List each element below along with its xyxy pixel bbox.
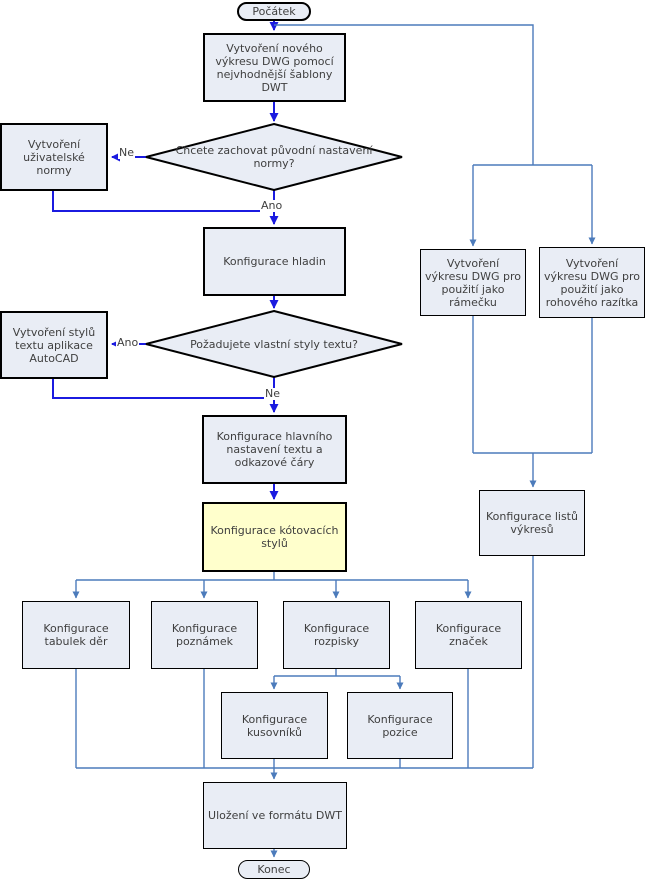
process-config-bom-label: Konfigurace kusovníků	[241, 712, 308, 739]
process-config-balloons: Konfigurace pozice	[347, 692, 453, 759]
edge-label-yes-text: Ano	[116, 336, 140, 349]
process-config-sheets-label: Konfigurace listů výkresů	[486, 510, 578, 536]
edge-label-no-text: Ne	[264, 387, 281, 400]
decision-own-text-styles: Požadujete vlastní styly textu?	[144, 310, 404, 378]
process-config-parts-list: Konfigurace rozpisky	[283, 601, 390, 669]
process-config-text-leader: Konfigurace hlavního nastavení textu a o…	[202, 415, 347, 484]
process-create-dwg-label: Vytvoření nového výkresu DWG pomocí nejv…	[215, 41, 334, 94]
decision-own-text-styles-shape	[145, 310, 403, 378]
process-config-parts-list-label: Konfigurace rozpisky	[303, 622, 370, 648]
end-label: Konec	[257, 863, 291, 876]
process-create-frame-dwg: Vytvoření výkresu DWG pro použití jako r…	[420, 249, 526, 316]
process-config-symbols-label: Konfigurace značek	[435, 622, 502, 648]
process-config-layers: Konfigurace hladin	[203, 227, 346, 296]
process-save-dwt: Uložení ve formátu DWT	[203, 782, 347, 849]
process-config-bom: Konfigurace kusovníků	[221, 692, 328, 759]
process-config-balloons-label: Konfigurace pozice	[367, 712, 433, 739]
start-terminator: Počátek	[237, 2, 311, 21]
decision-own-text-styles-label: Požadujete vlastní styly textu?	[190, 337, 358, 351]
process-config-symbols: Konfigurace značek	[415, 601, 522, 669]
process-create-stamp-dwg: Vytvoření výkresu DWG pro použití jako r…	[539, 247, 645, 318]
start-label: Počátek	[252, 5, 296, 18]
decision-keep-norm-shape	[145, 123, 403, 191]
process-config-notes-label: Konfigurace poznámek	[171, 622, 238, 648]
decision-keep-norm: Chcete zachovat původní nastavení normy?	[144, 123, 404, 191]
process-config-hole-tables: Konfigurace tabulek děr	[22, 601, 130, 669]
process-create-frame-dwg-label: Vytvoření výkresu DWG pro použití jako r…	[425, 256, 521, 309]
process-config-text-leader-label: Konfigurace hlavního nastavení textu a o…	[216, 430, 333, 469]
process-config-sheets: Konfigurace listů výkresů	[479, 490, 585, 556]
edge-label-yes-norm: Ano	[260, 199, 284, 212]
process-config-dim-styles-label: Konfigurace kótovacích stylů	[210, 524, 339, 550]
edge-label-no-norm: Ne	[118, 146, 135, 159]
process-create-text-styles-label: Vytvoření stylů textu aplikace AutoCAD	[12, 325, 96, 365]
decision-keep-norm-label: Chcete zachovat původní nastavení normy?	[175, 144, 373, 170]
process-create-stamp-dwg-label: Vytvoření výkresu DWG pro použití jako r…	[544, 256, 640, 309]
process-config-layers-label: Konfigurace hladin	[223, 255, 326, 268]
process-create-text-styles: Vytvoření stylů textu aplikace AutoCAD	[0, 311, 108, 379]
process-config-dim-styles: Konfigurace kótovacích stylů	[202, 502, 347, 572]
process-create-user-norm: Vytvoření uživatelské normy	[0, 123, 108, 191]
process-config-hole-tables-label: Konfigurace tabulek děr	[43, 622, 109, 648]
process-config-notes: Konfigurace poznámek	[151, 601, 258, 669]
end-terminator: Konec	[238, 860, 310, 879]
process-create-user-norm-label: Vytvoření uživatelské normy	[23, 137, 85, 177]
process-create-dwg: Vytvoření nového výkresu DWG pomocí nejv…	[203, 33, 346, 102]
process-save-dwt-label: Uložení ve formátu DWT	[208, 809, 342, 822]
